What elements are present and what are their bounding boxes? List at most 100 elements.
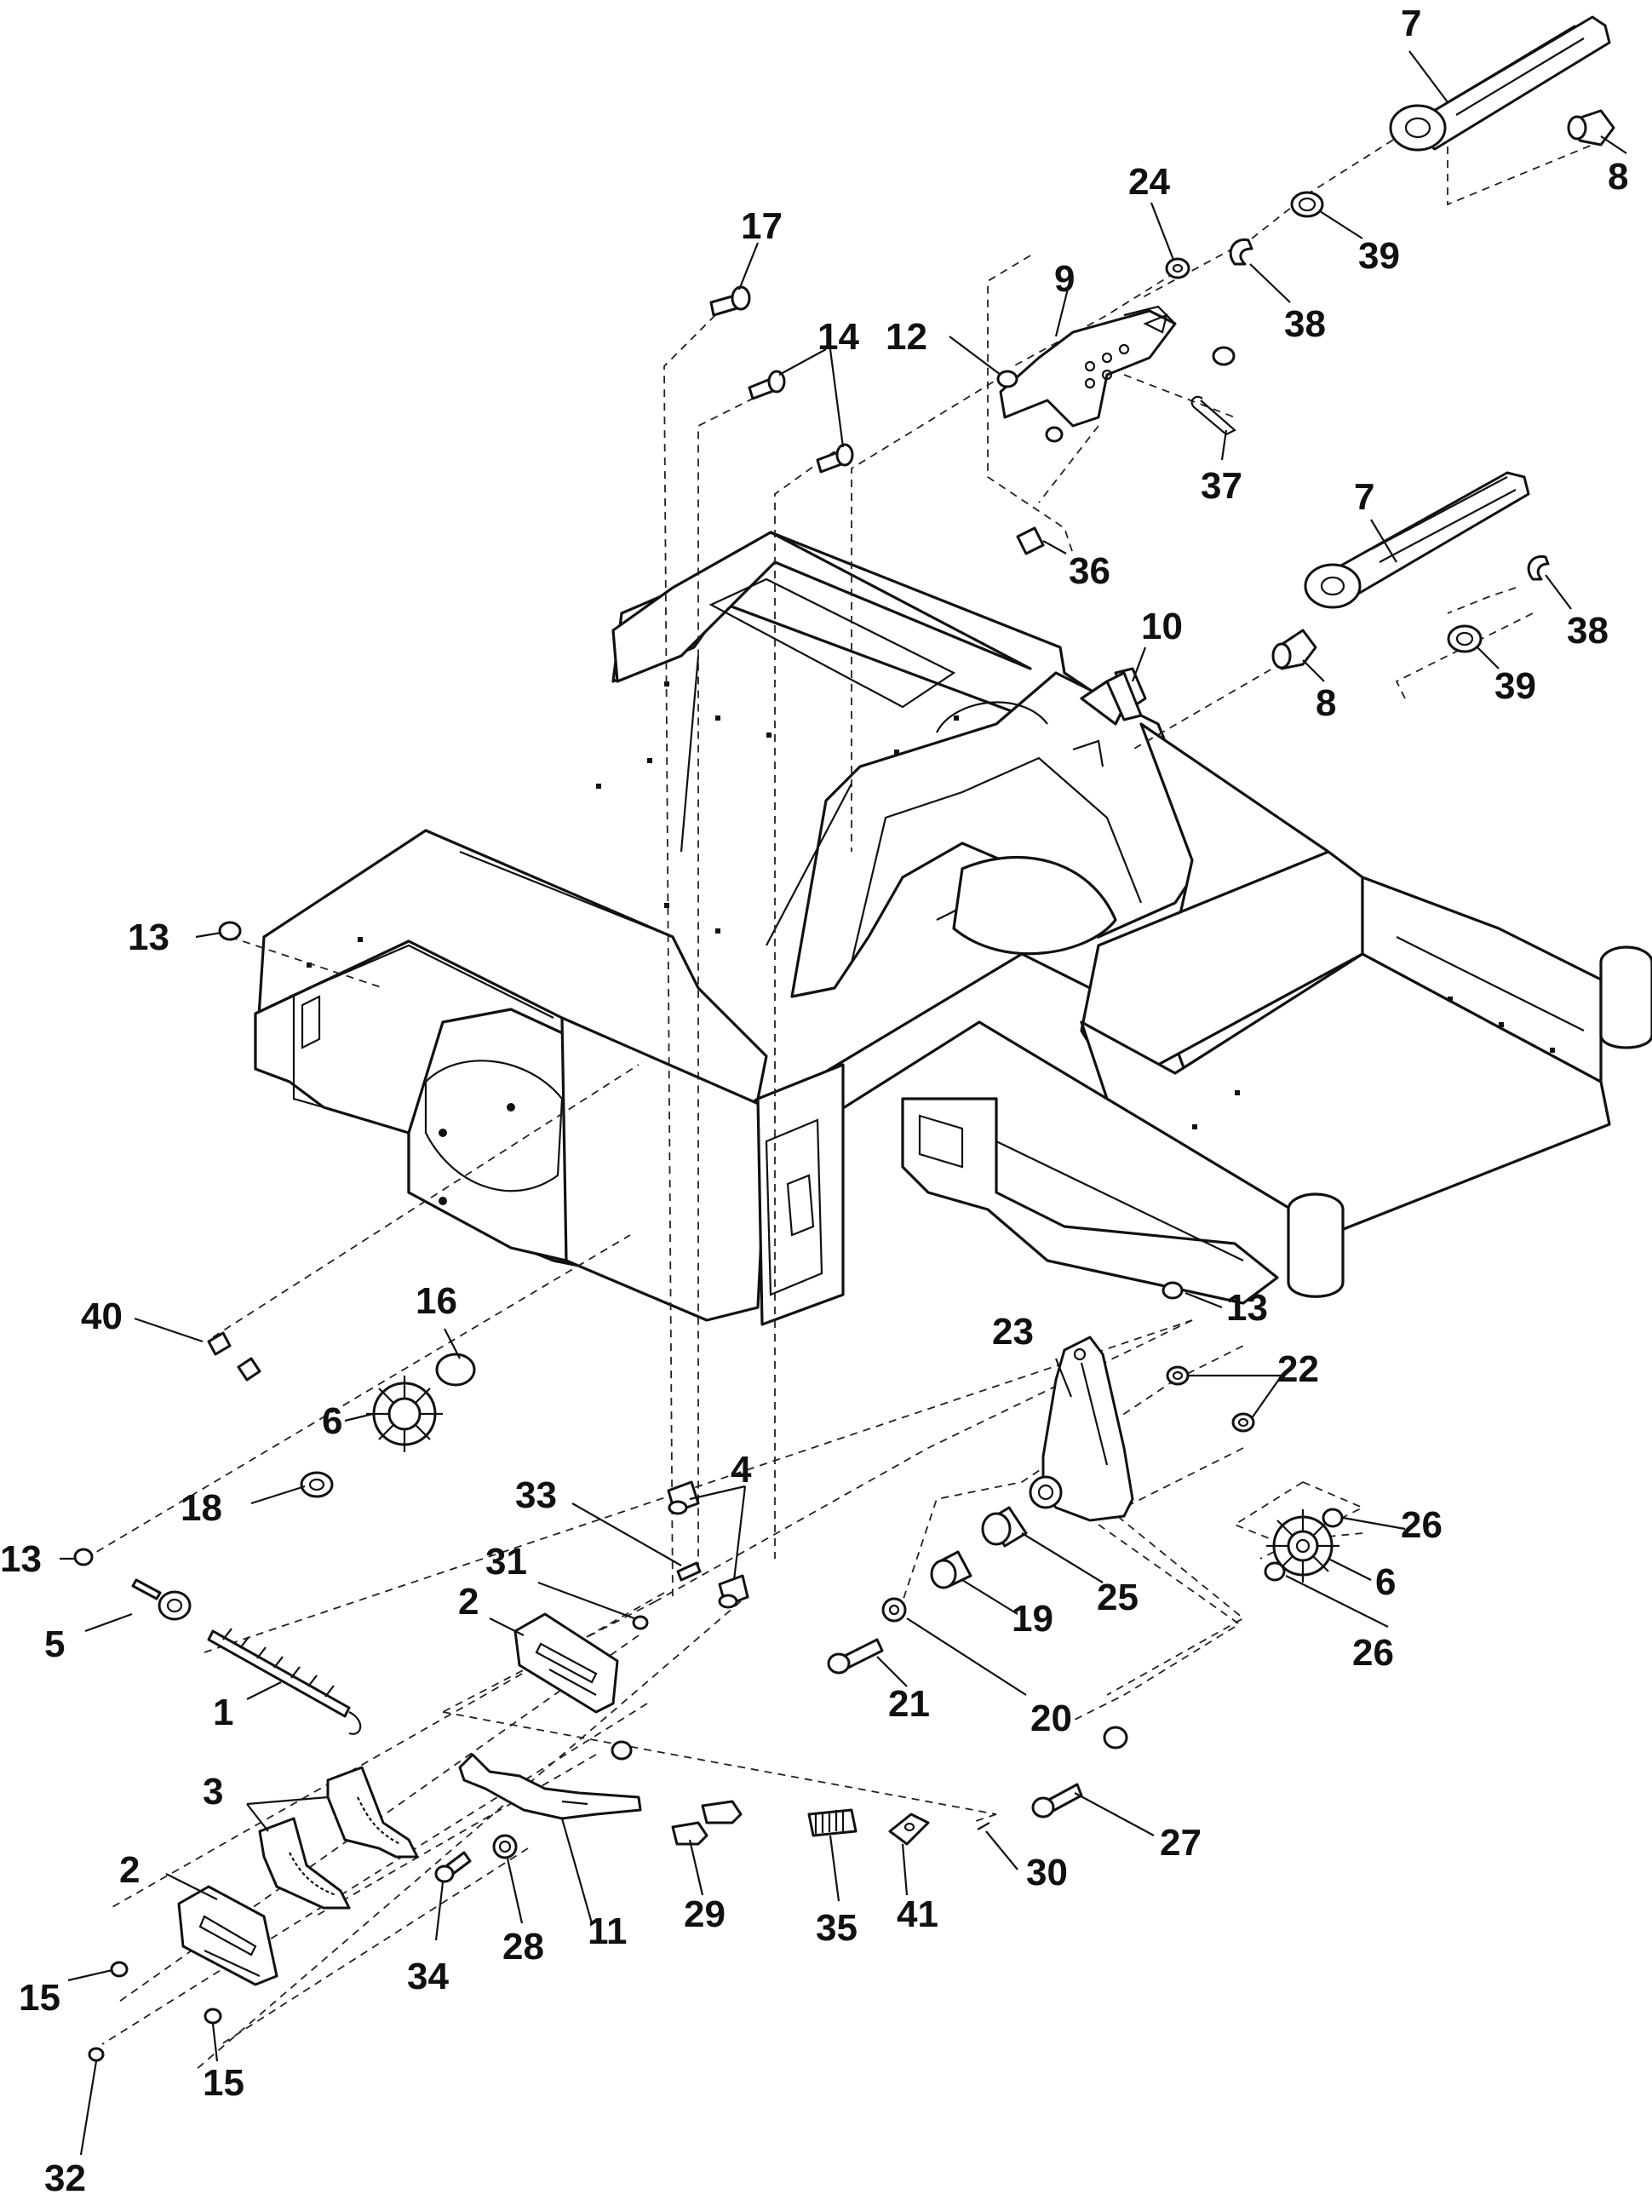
part-39-upper-washer [1290,191,1324,218]
part-33-pin [676,1561,702,1582]
part-18-nut [300,1471,334,1498]
part-23-arm [1029,1336,1134,1522]
part-25-bushing [981,1506,1028,1548]
callout-35: 35 [816,1907,858,1949]
nut-near-9 [1212,346,1236,366]
part-6-sprocket-left [366,1376,443,1452]
part-27-bolt [1031,1783,1083,1818]
callout-38-lower: 38 [1567,610,1609,652]
callout-1: 1 [213,1692,233,1733]
callout-10: 10 [1141,606,1183,647]
part-7-upper-shaft [1389,15,1611,152]
spacer-near-11 [611,1740,633,1761]
callout-16: 16 [416,1280,457,1322]
part-28-spacer [492,1834,518,1859]
callout-32: 32 [44,2157,86,2199]
callout-15-right: 15 [203,2062,244,2104]
callout-6-left: 6 [322,1400,342,1442]
part-40-bolts [207,1331,261,1382]
part-31-nut [632,1615,649,1630]
part-13-nut-left [218,921,242,941]
callout-numbers: 7 8 24 39 9 38 17 14 12 37 7 36 10 38 39… [0,3,1628,2199]
part-16-washer [435,1353,476,1387]
callout-12: 12 [886,316,927,358]
part-12-nut [996,370,1018,388]
callout-2-upper: 2 [458,1581,479,1623]
part-35-spring [807,1808,858,1837]
part-11-lever [458,1753,642,1820]
part-24-nut [1165,257,1190,279]
callout-7-upper: 7 [1401,3,1421,44]
callout-31: 31 [485,1541,527,1583]
callout-33: 33 [515,1474,557,1516]
callout-7-lower: 7 [1354,476,1374,518]
part-1-spring [207,1628,362,1735]
part-2-lower-plate [177,1885,278,1986]
callout-18: 18 [181,1487,222,1529]
part-37-hairpin [1190,395,1236,436]
part-20-washer [881,1597,907,1623]
part-15-nut-left [110,1961,129,1978]
callout-13-lower: 13 [0,1538,42,1580]
callout-37: 37 [1201,465,1242,507]
part-14-bolts [748,370,854,474]
part-3-plates [258,1766,419,1910]
callout-28: 28 [502,1926,544,1968]
callout-20: 20 [1030,1698,1072,1739]
callout-40: 40 [81,1296,123,1337]
part-17-bolt [709,285,751,317]
part-29-connectors [671,1800,743,1846]
part-13-nut-right [1162,1281,1184,1300]
callout-30: 30 [1026,1852,1068,1893]
callout-3: 3 [203,1771,223,1813]
callout-34: 34 [407,1956,449,1997]
nut-below-9 [1045,426,1064,443]
part-15-nut-right [204,2008,222,2025]
washer-above-27 [1103,1726,1128,1749]
part-5-eyebolt [131,1578,192,1621]
part-34-bolt [434,1851,472,1883]
main-frame [254,531,1652,1326]
callout-14: 14 [817,316,859,358]
callout-22: 22 [1277,1348,1319,1390]
part-22-nuts [1166,1365,1255,1433]
callout-36: 36 [1069,550,1110,592]
part-10-link [1105,667,1147,721]
part-8-lower-bushing [1271,629,1317,670]
part-19-spacer [930,1550,972,1589]
part-13-nut-lower [73,1548,94,1566]
part-4-spacers [667,1480,749,1609]
callout-39-upper: 39 [1358,235,1400,277]
callout-21: 21 [888,1683,930,1725]
part-2-upper-plate [513,1612,619,1714]
part-7-lower-shaft [1304,471,1530,609]
callout-39-lower: 39 [1494,665,1536,707]
part-38-lower-clip [1527,554,1550,581]
part-36-pin [1016,526,1045,555]
callout-38-upper: 38 [1284,303,1326,345]
callout-29: 29 [684,1893,726,1935]
callout-15-left: 15 [19,1977,60,2019]
callout-26-upper: 26 [1401,1504,1443,1546]
leader-lines [60,50,1627,2156]
callout-5: 5 [44,1623,65,1665]
callout-27: 27 [1160,1822,1202,1864]
part-6-sprocket-right [1266,1509,1339,1583]
callout-41: 41 [897,1893,938,1935]
part-21-bolt [827,1638,884,1675]
callout-2-lower: 2 [119,1849,140,1891]
callout-24: 24 [1128,161,1170,203]
part-39-lower-washer [1447,624,1483,653]
callout-13-right: 13 [1226,1287,1268,1329]
callout-9: 9 [1054,258,1075,300]
part-41-plate [888,1813,930,1846]
callout-6-right: 6 [1375,1561,1396,1603]
part-30-pin [977,1822,990,1830]
callout-11: 11 [588,1910,628,1952]
callout-4: 4 [731,1449,752,1491]
callout-26-lower: 26 [1352,1632,1394,1674]
callout-17: 17 [741,205,783,247]
callout-25: 25 [1097,1577,1139,1618]
callout-8-upper: 8 [1608,156,1628,198]
